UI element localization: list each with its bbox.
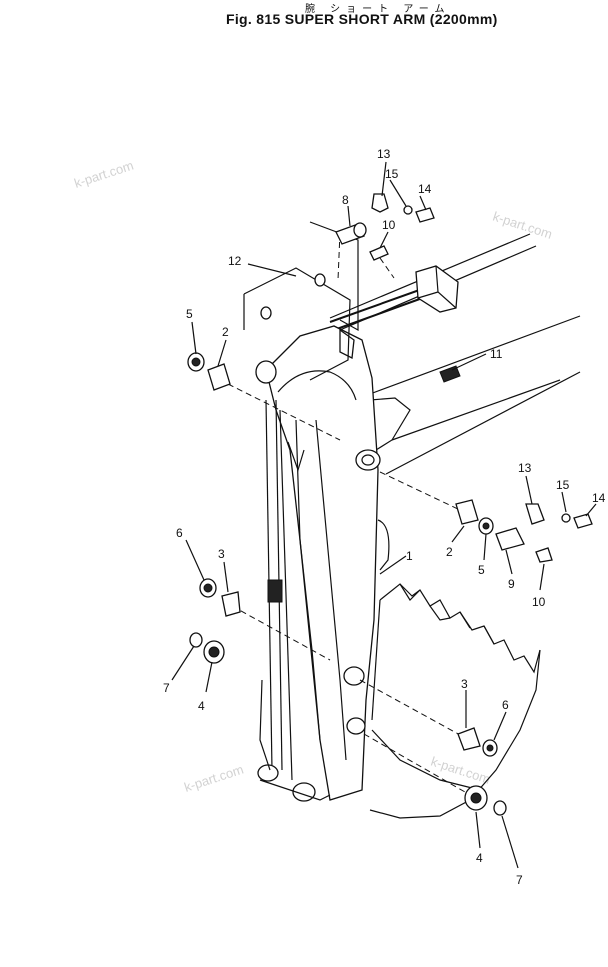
callout-3: 3: [461, 677, 468, 691]
callout-7: 7: [516, 873, 523, 887]
left-bushings: [187, 352, 241, 664]
callout-14: 14: [418, 182, 432, 196]
callout-2: 2: [222, 325, 229, 339]
callout-14: 14: [592, 491, 606, 505]
leader-lines: [171, 161, 597, 869]
shim-plates: [243, 221, 359, 381]
callout-11: 11: [490, 347, 503, 361]
callout-15: 15: [385, 167, 399, 181]
right-bushings: [455, 499, 593, 816]
callout-3: 3: [218, 547, 225, 561]
assembly-guide-lines: [227, 231, 473, 797]
callout-4: 4: [198, 699, 205, 713]
grease-fitting: [439, 365, 461, 383]
callout-15: 15: [556, 478, 570, 492]
callout-6: 6: [176, 526, 183, 540]
callout-8: 8: [342, 193, 349, 207]
figure-title: Fig. 815 SUPER SHORT ARM (2200mm): [226, 11, 498, 27]
bucket-link: [255, 360, 331, 802]
callout-12: 12: [228, 254, 242, 268]
callout-13: 13: [377, 147, 391, 161]
japanese-title: 腕 ショート アーム: [305, 4, 451, 15]
arm-cylinder-rod: [329, 265, 459, 331]
watermark: k-part.com: [72, 158, 135, 191]
bucket: [259, 583, 541, 819]
top-pin-assembly: [335, 193, 435, 261]
callout-4: 4: [476, 851, 483, 865]
callout-5: 5: [478, 563, 485, 577]
callout-1: 1: [406, 549, 413, 563]
callout-6: 6: [502, 698, 509, 712]
callout-10: 10: [532, 595, 546, 609]
watermark: k-part.com: [182, 762, 245, 795]
callout-9: 9: [508, 577, 515, 591]
arm-body: [265, 325, 390, 801]
callout-13: 13: [518, 461, 532, 475]
callout-2: 2: [446, 545, 453, 559]
callout-7: 7: [163, 681, 170, 695]
callout-labels: 13 15 14 8 10 12 5 2 11 1 6 3 7 4 13 15 …: [163, 147, 606, 887]
callout-10: 10: [382, 218, 396, 232]
figure-header: 腕 ショート アーム Fig. 815 SUPER SHORT ARM (220…: [0, 0, 608, 40]
callout-5: 5: [186, 307, 193, 321]
watermark: k-part.com: [429, 754, 492, 787]
